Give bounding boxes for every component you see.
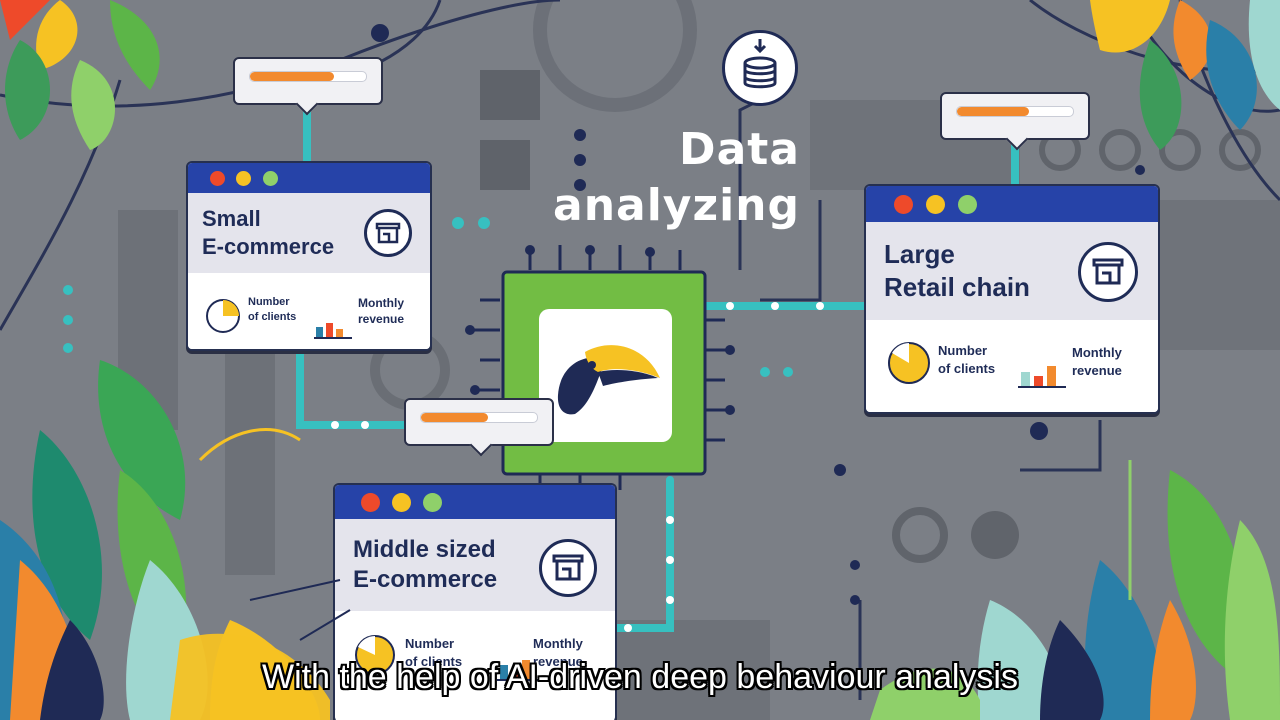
- yellow-dot-icon: [236, 171, 251, 186]
- foliage-right: [977, 0, 1280, 720]
- store-icon: [364, 209, 412, 257]
- window-titlebar: [866, 186, 1158, 222]
- green-dot-icon: [958, 195, 977, 214]
- window-titlebar: [335, 485, 615, 519]
- progress-fill: [421, 413, 489, 422]
- revenue-label: Monthly revenue: [533, 636, 583, 669]
- progress-track: [956, 106, 1074, 117]
- progress-tooltip-large: [940, 92, 1090, 151]
- pie-chart-icon: [355, 635, 395, 675]
- toucan-logo: [557, 345, 660, 415]
- clients-label: Number of clients: [938, 343, 996, 376]
- progress-track: [420, 412, 538, 423]
- revenue-label: Monthly revenue: [1072, 345, 1122, 378]
- bar-chart-icon: [1018, 366, 1066, 388]
- progress-tooltip-middle: [404, 398, 554, 457]
- headline-line2: analyzing: [553, 180, 800, 231]
- progress-fill: [957, 107, 1029, 116]
- store-icon: [539, 539, 597, 597]
- pie-chart-icon: [206, 299, 240, 333]
- headline: Data analyzing: [500, 122, 800, 234]
- pie-chart-icon: [888, 342, 930, 384]
- store-icon: [1078, 242, 1138, 302]
- red-dot-icon: [361, 493, 380, 512]
- card-middle-sized-ecommerce: Middle sized E-commerce Number of client…: [333, 483, 617, 720]
- red-dot-icon: [210, 171, 225, 186]
- green-dot-icon: [263, 171, 278, 186]
- bar-chart-icon: [497, 660, 539, 681]
- progress-tooltip-small: [233, 57, 383, 116]
- yellow-dot-icon: [926, 195, 945, 214]
- revenue-label: Monthly revenue: [358, 296, 405, 327]
- red-dot-icon: [894, 195, 913, 214]
- card-large-retail-chain: Large Retail chain Number of clients Mon…: [864, 184, 1160, 414]
- card-title: Small E-commerce: [202, 206, 335, 259]
- progress-track: [249, 71, 367, 82]
- database-icon: [722, 30, 798, 106]
- clients-label: Number of clients: [405, 636, 463, 669]
- card-title: Large Retail chain: [884, 239, 1030, 302]
- processor-chip: [465, 245, 735, 505]
- bar-chart-icon: [314, 323, 352, 339]
- subtitle-caption: With the help of AI-driven deep behaviou…: [261, 658, 1018, 696]
- headline-line1: Data: [679, 124, 800, 175]
- window-titlebar: [188, 163, 430, 193]
- progress-fill: [250, 72, 334, 81]
- yellow-dot-icon: [392, 493, 411, 512]
- green-dot-icon: [423, 493, 442, 512]
- clients-label: Number of clients: [248, 296, 297, 323]
- card-small-ecommerce: Small E-commerce Number of clients Month…: [186, 161, 432, 351]
- card-title: Middle sized E-commerce: [353, 536, 498, 593]
